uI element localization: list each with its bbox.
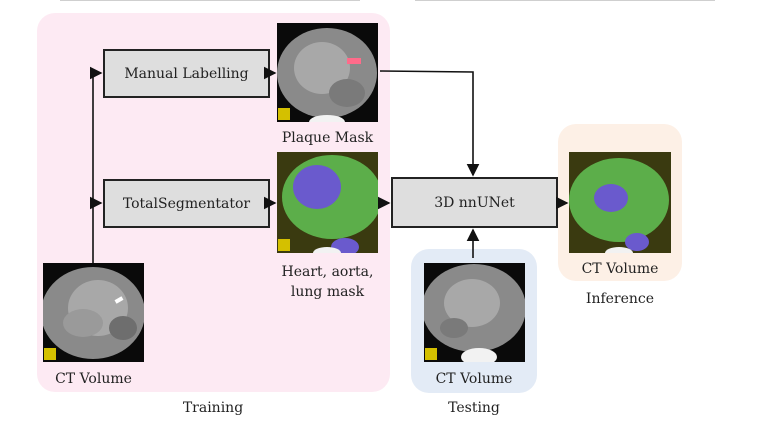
top-border-left (60, 0, 360, 1)
ct-volume-inference-image (569, 152, 671, 253)
plaque-mask-label: Plaque Mask (281, 130, 374, 146)
ct-slice-icon (277, 152, 378, 253)
organ-mask-label-line2: lung mask (290, 284, 365, 300)
ct-slice-icon (277, 23, 378, 122)
ct-slice-icon (43, 263, 144, 362)
ct-slice-icon (569, 152, 671, 253)
inference-group-label: Inference (585, 291, 655, 307)
organ-mask-label-line1: Heart, aorta, (281, 264, 374, 280)
training-group-label: Training (182, 400, 244, 416)
manual-labelling-box[interactable]: Manual Labelling (103, 49, 270, 98)
ct-slice-icon (424, 263, 525, 362)
ct-volume-inference-label: CT Volume (581, 261, 659, 277)
nnunet-box[interactable]: 3D nnUNet (391, 177, 558, 228)
testing-group-label: Testing (448, 400, 500, 416)
ct-volume-testing-image (424, 263, 525, 362)
organ-mask-image (277, 152, 378, 253)
ct-volume-training-label: CT Volume (55, 371, 132, 387)
plaque-mask-image (277, 23, 378, 122)
ct-volume-testing-label: CT Volume (435, 371, 513, 387)
organ-mask-label: Heart, aorta, lung mask (262, 262, 393, 302)
ct-volume-training-image (43, 263, 144, 362)
totalsegmentator-box[interactable]: TotalSegmentator (103, 179, 270, 228)
top-border-right (415, 0, 715, 1)
